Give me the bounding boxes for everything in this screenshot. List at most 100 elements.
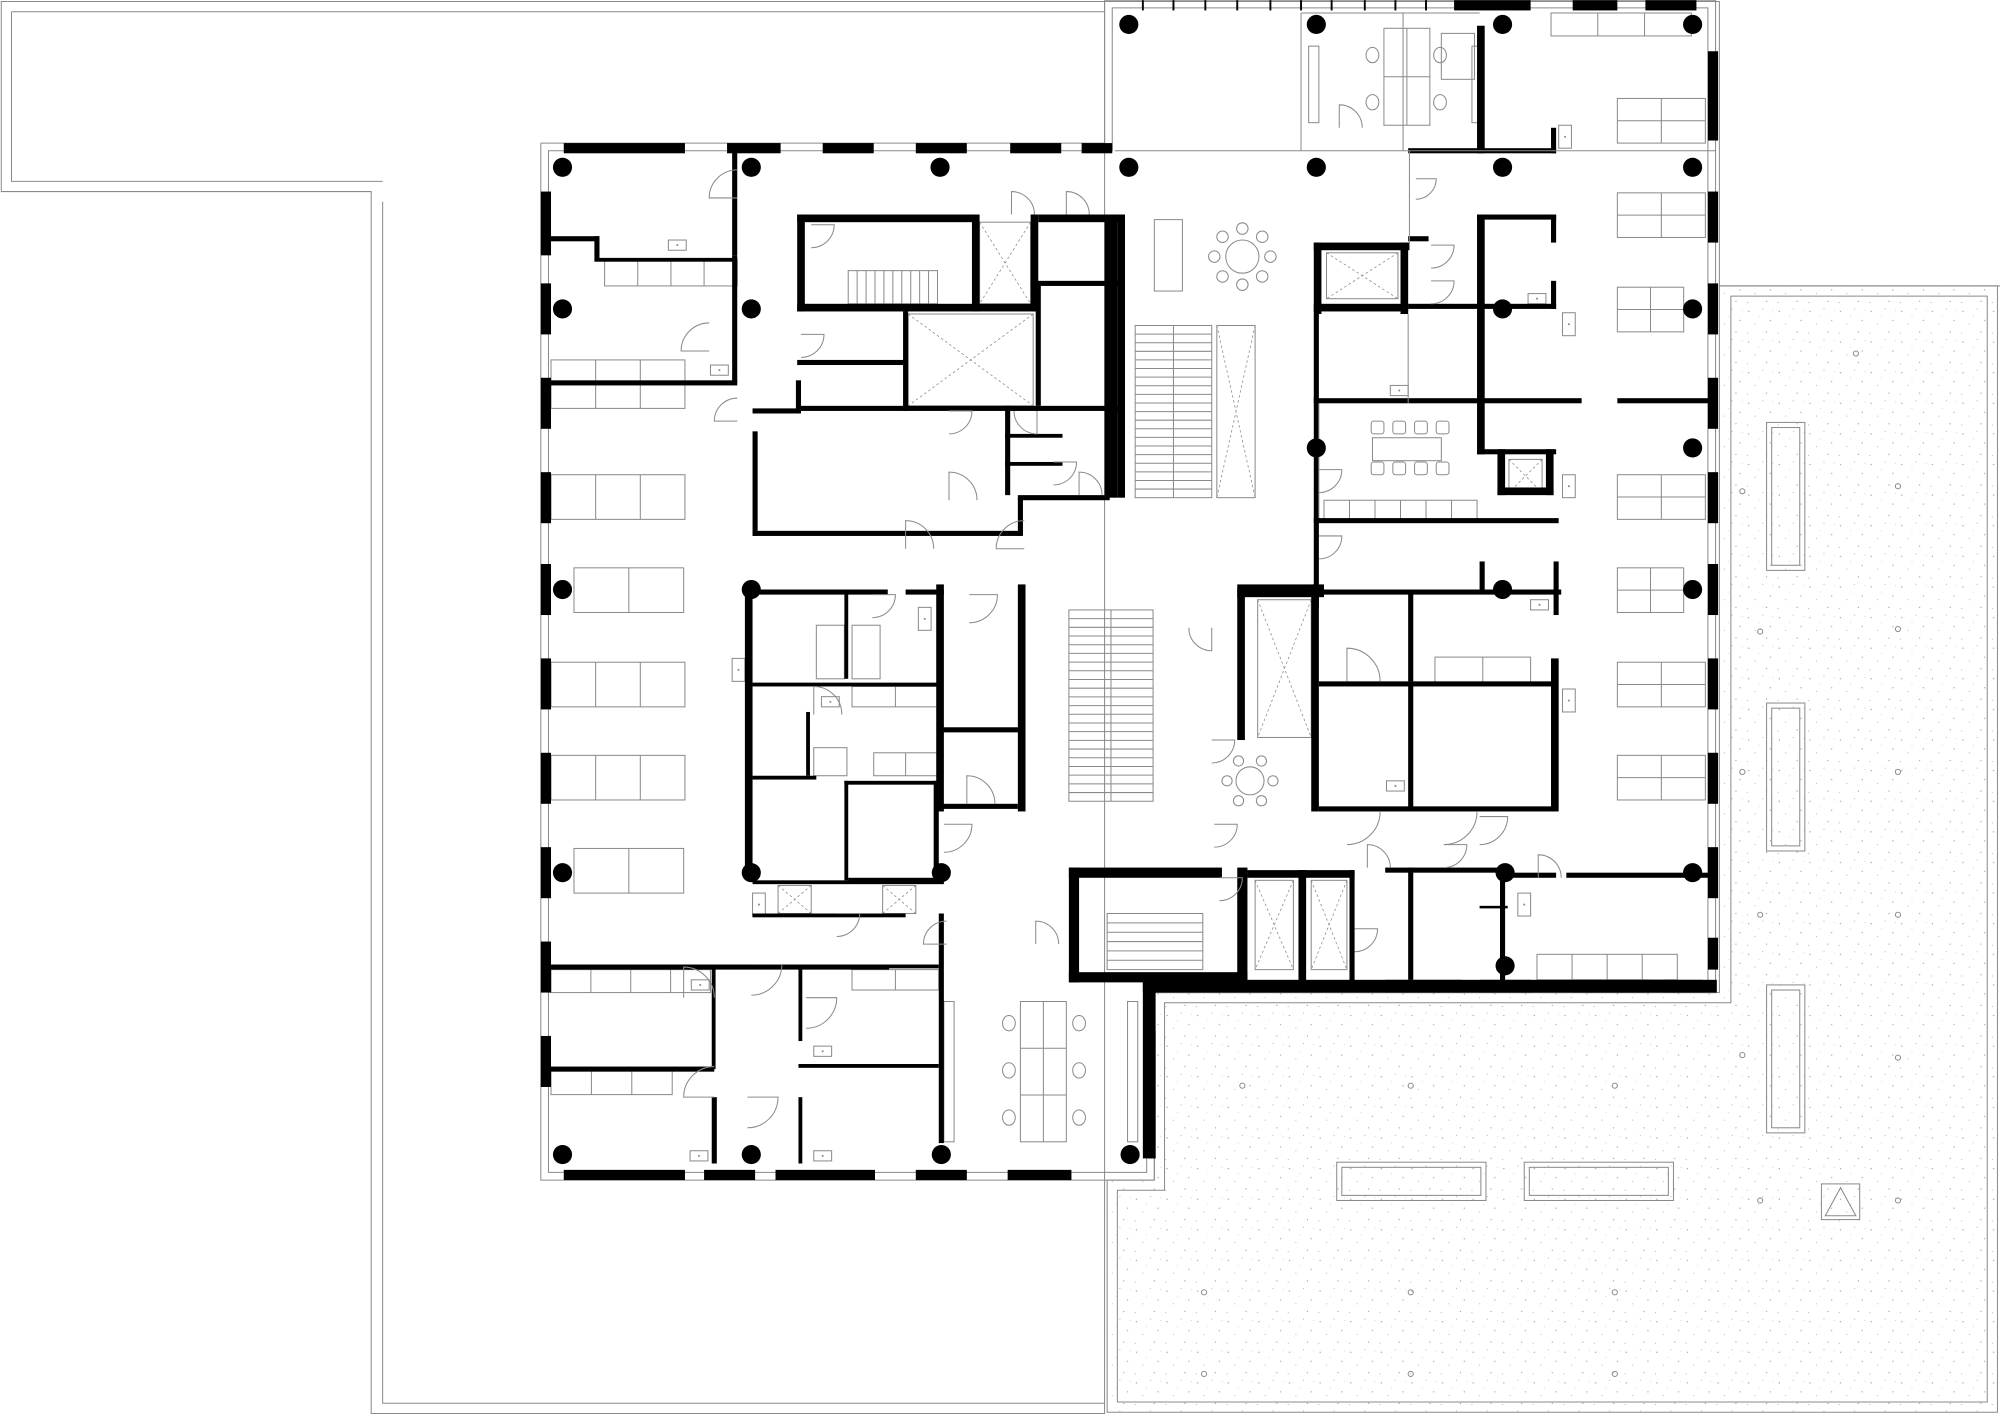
wall	[1035, 283, 1041, 406]
drain	[1894, 911, 1902, 918]
elevator-x	[777, 885, 812, 914]
elevator-shaft	[1216, 324, 1256, 499]
door-swing	[1415, 178, 1437, 200]
elevator-x	[882, 885, 917, 914]
window-pier	[540, 191, 552, 256]
wall	[1247, 870, 1302, 878]
chair	[1002, 1062, 1016, 1079]
wall	[1068, 972, 1248, 983]
terrace-planter-inner	[1771, 707, 1801, 847]
drain	[1407, 1289, 1414, 1296]
wall	[797, 303, 1036, 312]
chair	[1370, 461, 1385, 476]
door-swing	[995, 520, 1025, 550]
wall	[798, 1097, 803, 1164]
structural-column	[931, 863, 951, 883]
door-swing	[969, 594, 998, 624]
door-swing	[811, 224, 835, 249]
terrace-planter	[1766, 702, 1806, 852]
wall	[752, 682, 942, 687]
wall	[1318, 806, 1554, 812]
wall	[551, 964, 890, 970]
chair	[1433, 46, 1447, 64]
wall	[1497, 487, 1554, 496]
wall	[1477, 214, 1485, 455]
cabinet	[1308, 45, 1320, 124]
door-swing	[1318, 535, 1343, 560]
wall	[1068, 867, 1080, 983]
sink-drain	[697, 1154, 700, 1157]
wall	[1408, 303, 1480, 309]
wall	[1030, 280, 1123, 286]
window-pier	[1007, 1169, 1072, 1181]
door-swing	[966, 775, 996, 804]
window-pier	[1707, 51, 1719, 141]
window-pier	[1010, 143, 1062, 154]
wall	[1313, 242, 1322, 315]
sink	[1561, 688, 1576, 713]
elevator-x	[1257, 599, 1312, 738]
sink	[1561, 474, 1576, 499]
sink-drain	[718, 369, 721, 372]
chair	[1414, 461, 1428, 476]
chair	[1072, 1015, 1086, 1032]
door-swing	[1078, 471, 1103, 496]
chair	[1414, 420, 1428, 435]
door-swing	[1065, 191, 1090, 215]
wall	[1551, 658, 1559, 812]
structural-column	[741, 299, 761, 319]
skylight	[1820, 1183, 1861, 1221]
structural-column	[1495, 863, 1515, 883]
drain	[1894, 483, 1902, 490]
wall	[1313, 303, 1409, 312]
door-swing	[905, 520, 935, 549]
drain	[1611, 1289, 1618, 1296]
wall	[548, 236, 600, 242]
door-swing	[1211, 739, 1236, 764]
door-swing	[1346, 647, 1381, 682]
columns	[552, 14, 1703, 1165]
sink-drain	[923, 617, 926, 620]
drain	[1894, 1197, 1902, 1204]
wall	[844, 780, 849, 881]
chair	[1236, 222, 1249, 235]
sink-drain	[1535, 297, 1539, 300]
window-pier	[540, 941, 552, 993]
wall	[938, 913, 944, 1144]
structural-column	[1120, 1145, 1140, 1165]
chair	[1255, 755, 1268, 767]
drain	[1739, 1052, 1746, 1059]
wall	[1005, 405, 1011, 496]
structural-column	[741, 863, 761, 883]
wall	[798, 964, 803, 1042]
terrace-edge	[1116, 295, 1988, 1403]
wall	[1477, 303, 1557, 309]
wall	[594, 236, 600, 262]
drain	[1852, 350, 1859, 357]
structural-column	[741, 579, 761, 600]
structural-column	[1306, 14, 1326, 35]
wall	[711, 1097, 717, 1164]
sink-drain	[1523, 903, 1526, 906]
wall	[732, 255, 738, 383]
site-outline-inner	[10, 11, 1105, 1404]
window-pier	[1707, 752, 1719, 804]
drain	[1201, 1289, 1208, 1296]
wall	[1545, 449, 1554, 496]
door-swing	[1537, 854, 1562, 878]
wall	[1298, 870, 1355, 878]
wall	[1318, 681, 1557, 687]
round-table	[1225, 239, 1260, 274]
door-swing	[1338, 104, 1363, 128]
window-pier	[1454, 0, 1531, 11]
window-pier	[1572, 0, 1618, 11]
structural-column	[552, 863, 573, 883]
structural-column	[1306, 438, 1326, 458]
elevator-x	[1310, 880, 1348, 970]
elevator-x	[1216, 325, 1256, 498]
wall	[1068, 867, 1222, 878]
window-pier	[704, 1169, 756, 1181]
wall	[1318, 589, 1562, 595]
sink	[1561, 312, 1576, 337]
